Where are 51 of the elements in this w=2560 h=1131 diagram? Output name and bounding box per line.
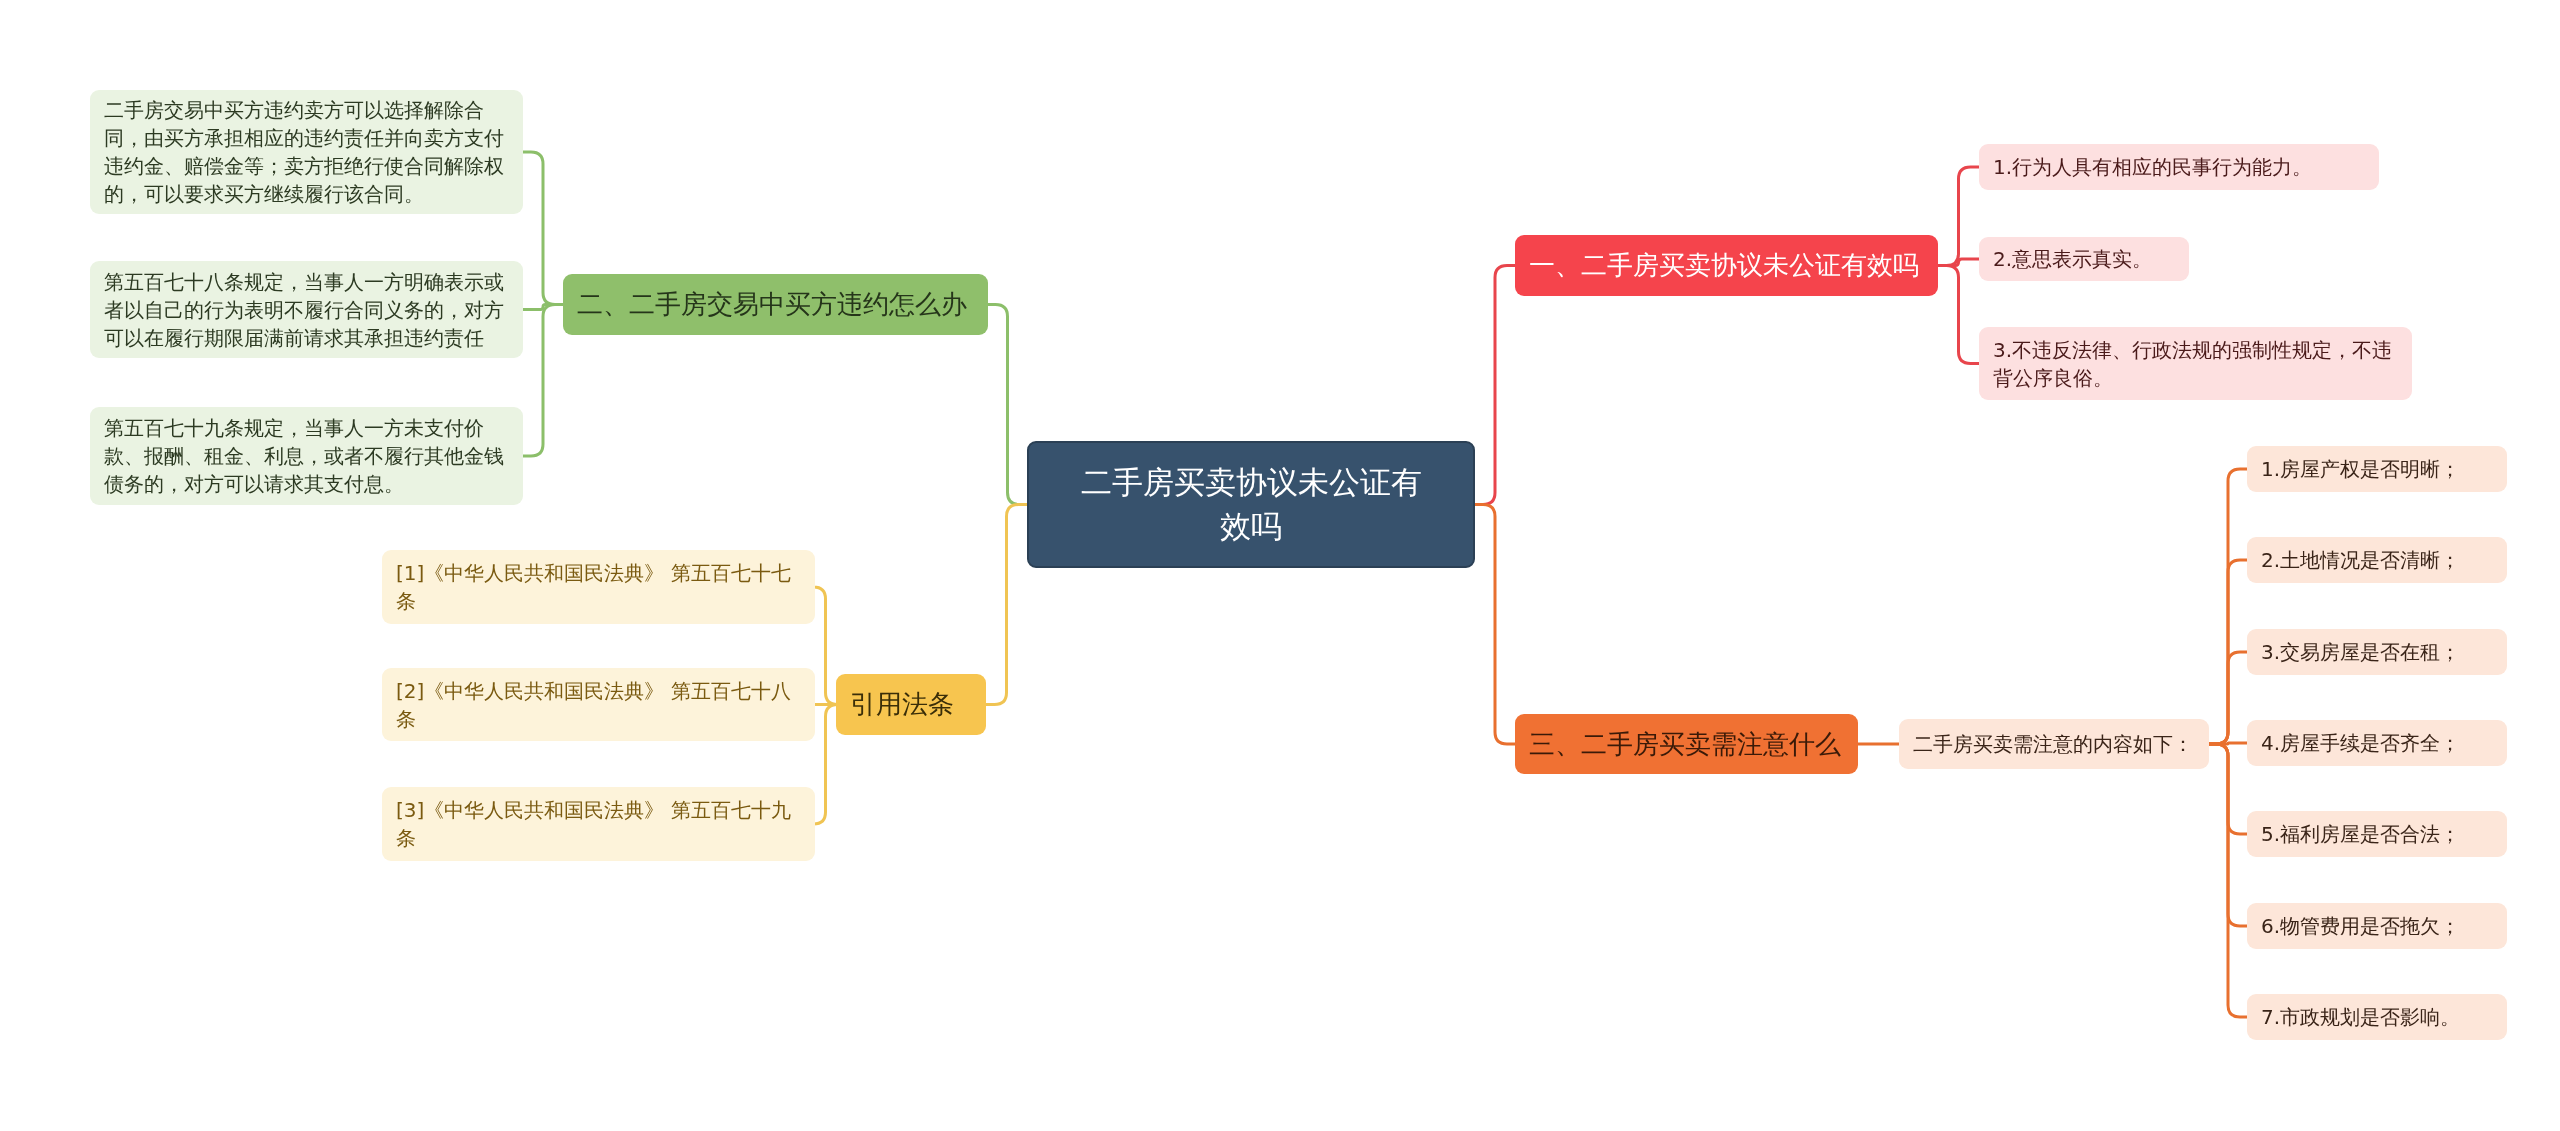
connector-line xyxy=(1475,503,1515,746)
topic-text: 6.物管费用是否拖欠； xyxy=(2261,913,2461,940)
subtopic-box xyxy=(382,550,815,624)
branch-topic-box xyxy=(1515,714,1858,774)
subtopic-box xyxy=(1899,719,2209,769)
connector-line xyxy=(1858,742,1899,746)
branch-topic-box xyxy=(836,674,986,735)
topic-text: 第五百七十九条规定，当事人一方未支付价款、报酬、租金、利息，或者不履行其他金钱债务的，对方可以请求其支付息。 xyxy=(104,415,505,498)
topic-text: 2.意思表示真实。 xyxy=(1993,246,2153,273)
topic-text: [1]《中华人民共和国民法典》 第五百七十七条 xyxy=(396,560,792,615)
topic-text: 一、二手房买卖协议未公证有效吗 xyxy=(1529,249,1919,283)
branch-topic-box xyxy=(563,274,988,335)
topic-text: 7.市政规划是否影响。 xyxy=(2261,1004,2461,1031)
subtopic-box xyxy=(382,668,815,741)
subtopic-box xyxy=(2247,903,2507,949)
topic-text: 1.行为人具有相应的民事行为能力。 xyxy=(1993,154,2313,181)
central-topic-box xyxy=(1027,441,1475,568)
topic-text: 2.土地情况是否清晰； xyxy=(2261,547,2461,574)
connector-line xyxy=(1938,264,1979,365)
subtopic-box xyxy=(1979,144,2379,190)
subtopic-box xyxy=(2247,629,2507,675)
connector-line xyxy=(815,703,836,706)
topic-text: [2]《中华人民共和国民法典》 第五百七十八条 xyxy=(396,677,792,733)
topic-text: 4.房屋手续是否齐全； xyxy=(2261,730,2461,757)
topic-text: 二、二手房交易中买方违约怎么办 xyxy=(577,288,967,322)
subtopic-box xyxy=(2247,537,2507,583)
topic-text: 二手房交易中买方违约卖方可以选择解除合同，由买方承担相应的违约责任并向卖方支付违约金、赔偿金等；卖方拒绝行使合同解除权的，可以要求买方继续履行该合同。 xyxy=(104,97,505,208)
subtopic-box xyxy=(90,261,523,358)
topic-text: [3]《中华人民共和国民法典》 第五百七十九条 xyxy=(396,797,792,852)
subtopic-box xyxy=(2247,720,2507,766)
topic-text: 三、二手房买卖需注意什么 xyxy=(1529,727,1841,761)
subtopic-box xyxy=(2247,446,2507,492)
topic-text: 第五百七十八条规定，当事人一方明确表示或者以自己的行为表明不履行合同义务的，对方可以在履行期限届满前请求其承担违约责任 xyxy=(104,268,505,352)
topic-text: 3.不违反法律、行政法规的强制性规定，不违背公序良俗。 xyxy=(1993,336,2394,392)
topic-title: 二手房买卖协议未公证有效吗 xyxy=(1079,463,1423,546)
subtopic-box xyxy=(1979,327,2412,400)
branch-topic-box xyxy=(1515,235,1938,296)
subtopic-box xyxy=(90,407,523,505)
subtopic-box xyxy=(2247,811,2507,857)
topic-text: 二手房买卖需注意的内容如下： xyxy=(1913,731,2193,758)
connector-line xyxy=(2209,742,2247,1019)
topic-text: 引用法条 xyxy=(850,688,954,722)
topic-text: 1.房屋产权是否明晰； xyxy=(2261,456,2461,483)
subtopic-box xyxy=(382,787,815,861)
topic-text: 5.福利房屋是否合法； xyxy=(2261,821,2461,848)
connector-line xyxy=(523,303,563,458)
topic-text: 3.交易房屋是否在租； xyxy=(2261,639,2461,666)
subtopic-box xyxy=(90,90,523,214)
subtopic-box xyxy=(2247,994,2507,1040)
connector-line xyxy=(986,503,1027,706)
subtopic-box xyxy=(1979,237,2189,281)
